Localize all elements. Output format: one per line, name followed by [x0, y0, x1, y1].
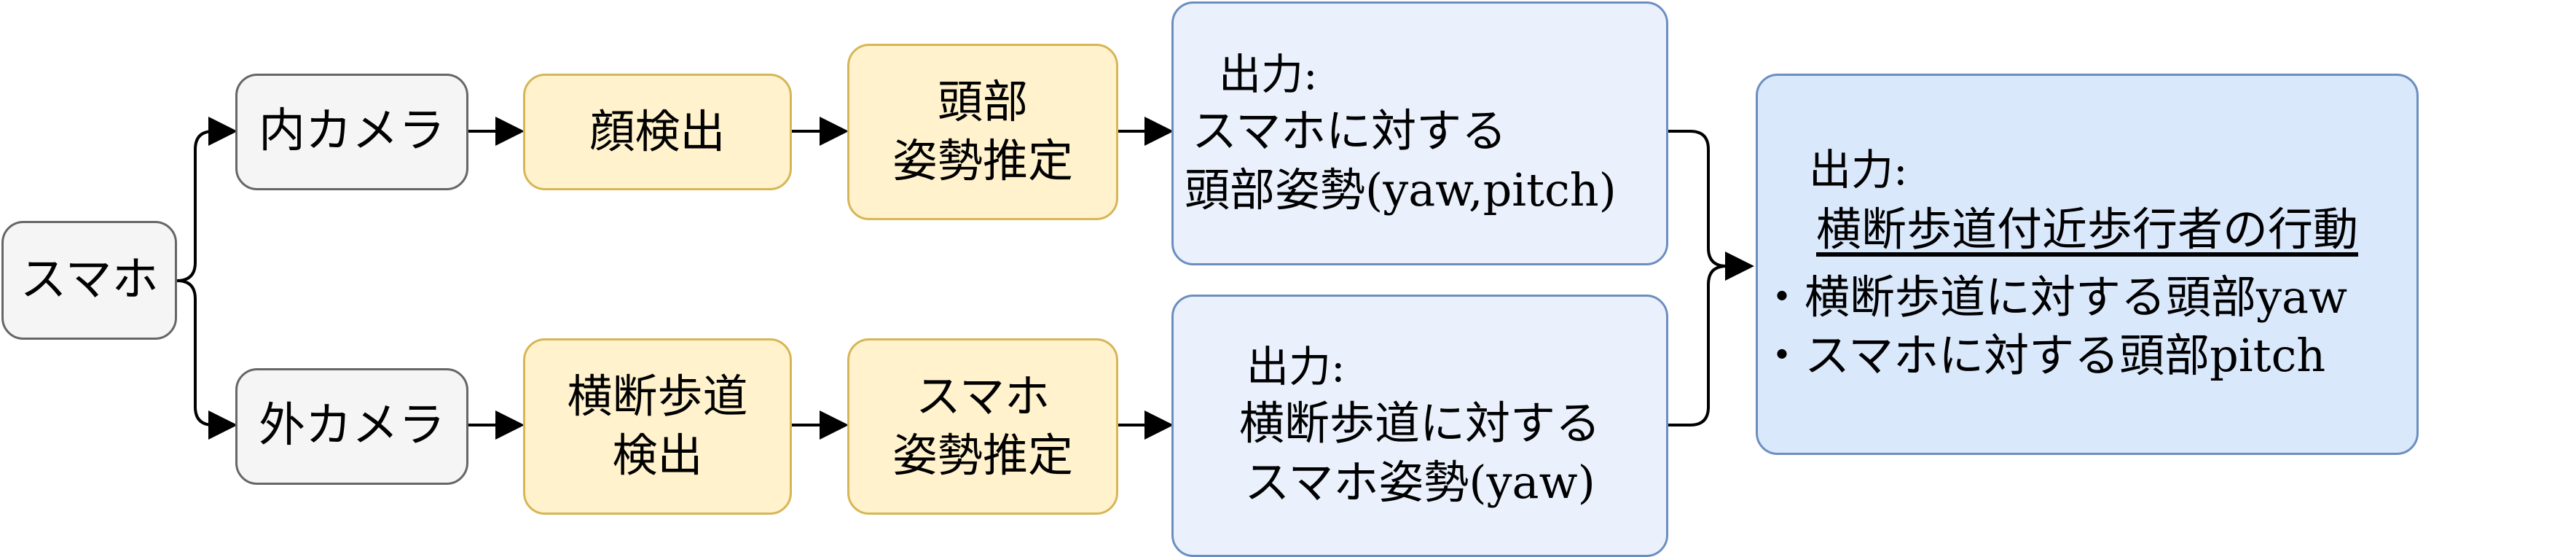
node-inner-camera-label: 内カメラ — [259, 104, 445, 159]
node-face-detect: 顔検出 — [523, 74, 792, 190]
edge-phone-to-inner-camera — [176, 117, 237, 282]
node-phone: スマホ — [1, 221, 177, 340]
final-output-title: 横断歩道付近歩行者の行動 — [1815, 203, 2358, 257]
node-phone-label: スマホ — [20, 252, 159, 307]
output-top-line1: スマホに対する — [1192, 104, 1507, 158]
node-head-pose: 頭部 姿勢推定 — [847, 44, 1118, 220]
edge-output-top-to-final — [1668, 130, 1754, 281]
edge-output-bottom-to-final — [1668, 265, 1748, 426]
output-bottom-heading: 出力: — [1246, 341, 1346, 392]
final-output-bullet-2: ・スマホに対する頭部pitch — [1759, 329, 2326, 383]
final-output-heading: 出力: — [1809, 144, 1908, 195]
node-crosswalk-detect-line2: 検出 — [612, 429, 703, 482]
node-phone-pose-line2: 姿勢推定 — [892, 429, 1073, 482]
output-bottom-line2: スマホ姿勢(yaw) — [1244, 455, 1595, 509]
output-top-heading: 出力: — [1219, 49, 1318, 99]
node-crosswalk-detect-line1: 横断歩道 — [567, 370, 748, 424]
edge-phone-to-outer-camera — [176, 279, 237, 440]
node-outer-camera: 外カメラ — [235, 368, 468, 485]
node-head-pose-line2: 姿勢推定 — [892, 134, 1073, 187]
node-outer-camera-label: 外カメラ — [259, 399, 445, 453]
node-final-output: 出力: 横断歩道付近歩行者の行動 ・横断歩道に対する頭部yaw ・スマホに対する… — [1756, 74, 2419, 455]
final-output-bullet-1: ・横断歩道に対する頭部yaw — [1759, 270, 2348, 324]
node-inner-camera: 内カメラ — [235, 74, 468, 190]
output-bottom-line1: 横断歩道に対する — [1238, 397, 1601, 451]
node-face-detect-label: 顔検出 — [589, 104, 726, 158]
node-phone-pose: スマホ 姿勢推定 — [847, 338, 1118, 515]
output-top-line2: 頭部姿勢(yaw,pitch) — [1185, 163, 1617, 217]
node-output-bottom: 出力: 横断歩道に対する スマホ姿勢(yaw) — [1171, 295, 1668, 557]
node-phone-pose-line1: スマホ — [915, 370, 1051, 424]
node-crosswalk-detect: 横断歩道 検出 — [523, 338, 792, 515]
node-output-top: 出力: スマホに対する 頭部姿勢(yaw,pitch) — [1171, 1, 1668, 265]
node-head-pose-line1: 頭部 — [937, 75, 1028, 129]
